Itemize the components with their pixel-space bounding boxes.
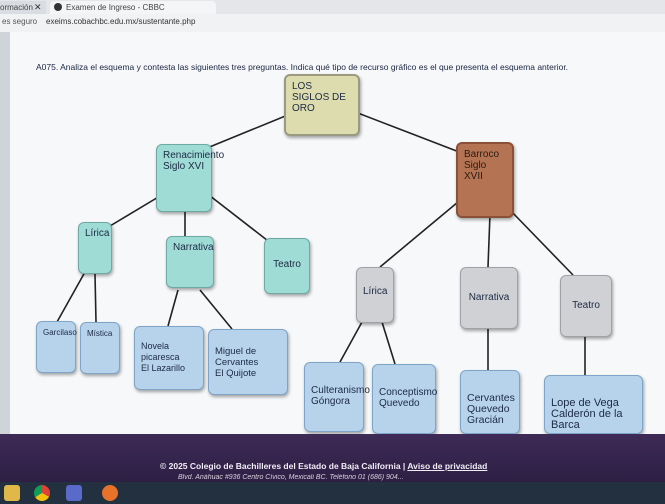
- node-bar-lirica: Lírica: [356, 267, 394, 323]
- privacy-link[interactable]: Aviso de privacidad: [407, 461, 488, 471]
- file-explorer-icon[interactable]: [4, 485, 20, 501]
- node-ren-teatro: Teatro: [264, 238, 310, 294]
- question-text: A075. Analiza el esquema y contesta las …: [36, 62, 569, 72]
- edge-narrativa-novela: [167, 289, 179, 327]
- edge-barroco-teatro: [509, 209, 574, 276]
- browser-tab-informacion[interactable]: ormación ✕: [0, 1, 46, 14]
- node-garcilaso: Garcilaso: [36, 321, 77, 373]
- page-content: A075. Analiza el esquema y contesta las …: [10, 32, 665, 434]
- edge-lirica-culteranismo: [339, 321, 363, 363]
- media-player-icon[interactable]: [66, 485, 82, 501]
- edge-barroco-lirica: [379, 191, 471, 268]
- close-icon[interactable]: ✕: [34, 2, 42, 12]
- edge-narrativa-cervantes: [199, 289, 233, 330]
- node-narrativa-autores: Cervantes Quevedo Gracián: [460, 370, 520, 434]
- node-teatro-autores: Lope de Vega Calderón de la Barca: [544, 375, 643, 434]
- security-indicator[interactable]: es seguro: [2, 17, 38, 26]
- app-icon[interactable]: [102, 485, 118, 501]
- node-culteranismo: Culteranismo Góngora: [304, 362, 370, 432]
- node-conceptismo: Conceptismo Quevedo: [372, 364, 437, 434]
- page-footer: © 2025 Colegio de Bachilleres del Estado…: [0, 434, 665, 482]
- edge-lirica-conceptismo: [381, 321, 396, 365]
- node-renacimiento: Renacimiento Siglo XVI: [156, 144, 224, 212]
- browser-tab-examen[interactable]: Examen de Ingreso - CBBC: [50, 1, 216, 14]
- node-novela-picaresca: Novela picaresca El Lazarillo: [134, 326, 204, 390]
- tab-label: Examen de Ingreso - CBBC: [66, 3, 165, 12]
- node-siglos-de-oro: LOS SIGLOS DE ORO: [284, 74, 360, 136]
- footer-address: Blvd. Anáhuac #936 Centro Cívico, Mexica…: [178, 474, 404, 481]
- node-ren-lirica: Lírica: [78, 222, 112, 274]
- url-text[interactable]: exeims.cobachbc.edu.mx/sustentante.php: [46, 17, 196, 26]
- copyright-text: © 2025 Colegio de Bachilleres del Estado…: [160, 461, 408, 471]
- tab-label: ormación: [0, 3, 33, 12]
- node-mistica: Mística: [80, 322, 120, 374]
- os-taskbar: [0, 482, 665, 504]
- edge-ren-teatro: [204, 191, 273, 245]
- node-bar-narrativa: Narrativa: [460, 267, 518, 329]
- node-ren-narrativa: Narrativa: [166, 236, 214, 288]
- edge-barroco-narrativa: [487, 213, 491, 268]
- edge-lirica-garcilaso: [56, 271, 86, 323]
- edge-lirica-mistica: [94, 273, 97, 323]
- chrome-icon[interactable]: [34, 485, 50, 501]
- browser-tab-bar: ormación ✕ Examen de Ingreso - CBBC: [0, 0, 665, 14]
- node-miguel-de-cervantes: Miguel de Cervantes El Quijote: [208, 329, 288, 395]
- node-bar-teatro: Teatro: [560, 275, 612, 337]
- node-barroco: Barroco Siglo XVII: [456, 142, 514, 218]
- favicon-icon: [54, 3, 62, 11]
- footer-copyright: © 2025 Colegio de Bachilleres del Estado…: [160, 461, 487, 471]
- address-bar[interactable]: es seguro exeims.cobachbc.edu.mx/sustent…: [0, 14, 665, 33]
